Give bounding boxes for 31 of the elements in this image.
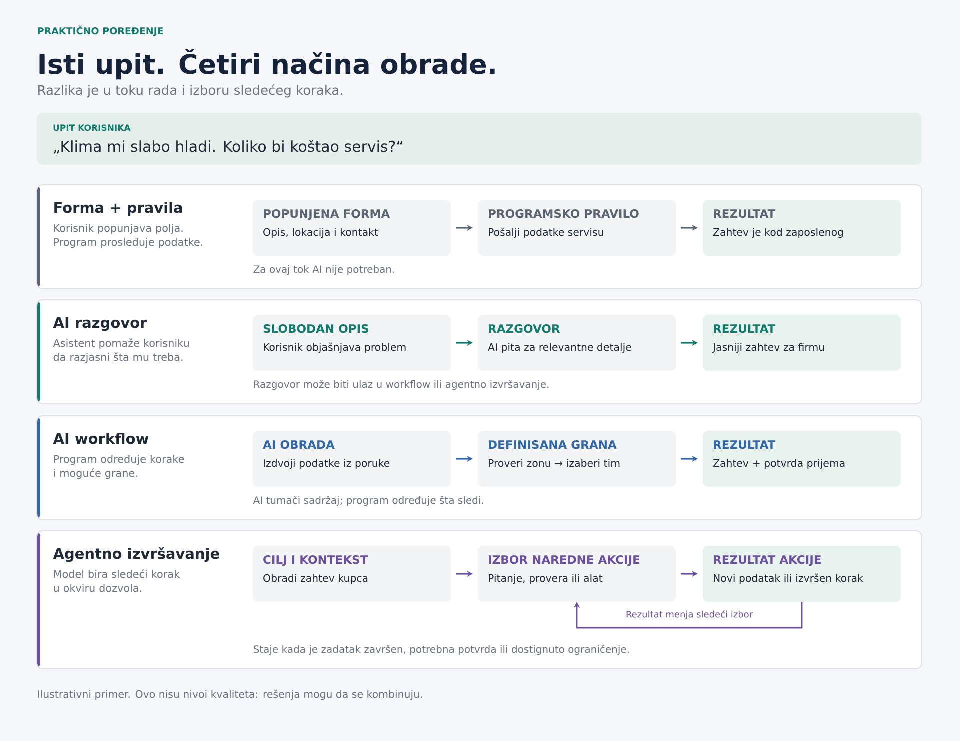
breadcrumb: PRAKTIČNO POREĐENJE	[38, 26, 164, 36]
step-box: POPUNJENA FORMA Opis, lokacija i kontakt	[253, 200, 451, 256]
arrow	[574, 602, 803, 629]
step-box: IZBOR NAREDNE AKCIJE Pitanje, provera ili alat	[478, 546, 676, 602]
subtitle: Razlika je u toku rada i izboru sledećeg koraka.	[38, 84, 342, 98]
description: Program određuje korake i moguće grane.	[54, 455, 184, 480]
description: Model bira sledeći korak u okviru dozvola.	[54, 570, 180, 592]
description: Asistent pomaže korisniku da razjasni šta mu treba.	[53, 338, 189, 364]
step-box: SLOBODAN OPIS Korisnik objašnjava problem	[253, 315, 451, 371]
result-box: REZULTAT Zahtev je kod zaposlenog	[703, 200, 901, 256]
note: Razgovor može biti ulaz u workflow ili agentno izvršavanje.	[254, 380, 549, 390]
step-box: AI OBRADA Izdvoji podatke iz poruke	[253, 431, 451, 487]
result-box: REZULTAT Jasniji zahtev za firmu	[703, 315, 901, 371]
description: Korisnik popunjava polja. Program prosleđuje podatke.	[54, 224, 203, 248]
step-box: RAZGOVOR AI pita za relevantne detalje	[478, 315, 676, 371]
note: Za ovaj tok AI nije potreban.	[254, 265, 394, 276]
result-box: REZULTAT Zahtev + potvrda prijema	[703, 431, 901, 487]
query-box: UPIT KORISNIKA „Klima mi slabo hladi. Koliko bi koštao servis?“	[37, 113, 922, 165]
panel-title: Agentno izvršavanje	[53, 547, 220, 562]
caption: Ilustrativni primer. Ovo nisu nivoi kvaliteta: rešenja mogu da se kombinuju.	[38, 690, 422, 700]
panel-title: AI workflow	[53, 432, 149, 444]
note: Staje kada je zadatak završen, potrebna potvrda ili dostignuto ograničenje.	[254, 645, 629, 656]
panel-title: AI razgovor	[53, 317, 148, 332]
panel-title: Forma + pravila	[54, 202, 182, 216]
edge-label: Rezultat menja sledeći izbor	[624, 608, 756, 622]
step-box: PROGRAMSKO PRAVILO Pošalji podatke servisu	[478, 200, 676, 256]
step-box: CILJ I KONTEKST Obradi zahtev kupca	[253, 546, 451, 602]
note: AI tumači sadržaj; program određuje šta sledi.	[253, 496, 484, 506]
result-box: REZULTAT AKCIJE Novi podatak ili izvršen korak	[703, 546, 901, 602]
title: Isti upit. Četiri načina obrade.	[40, 48, 495, 80]
step-box: DEFINISANA GRANA Proveri zonu → izaberi tim	[478, 431, 676, 487]
